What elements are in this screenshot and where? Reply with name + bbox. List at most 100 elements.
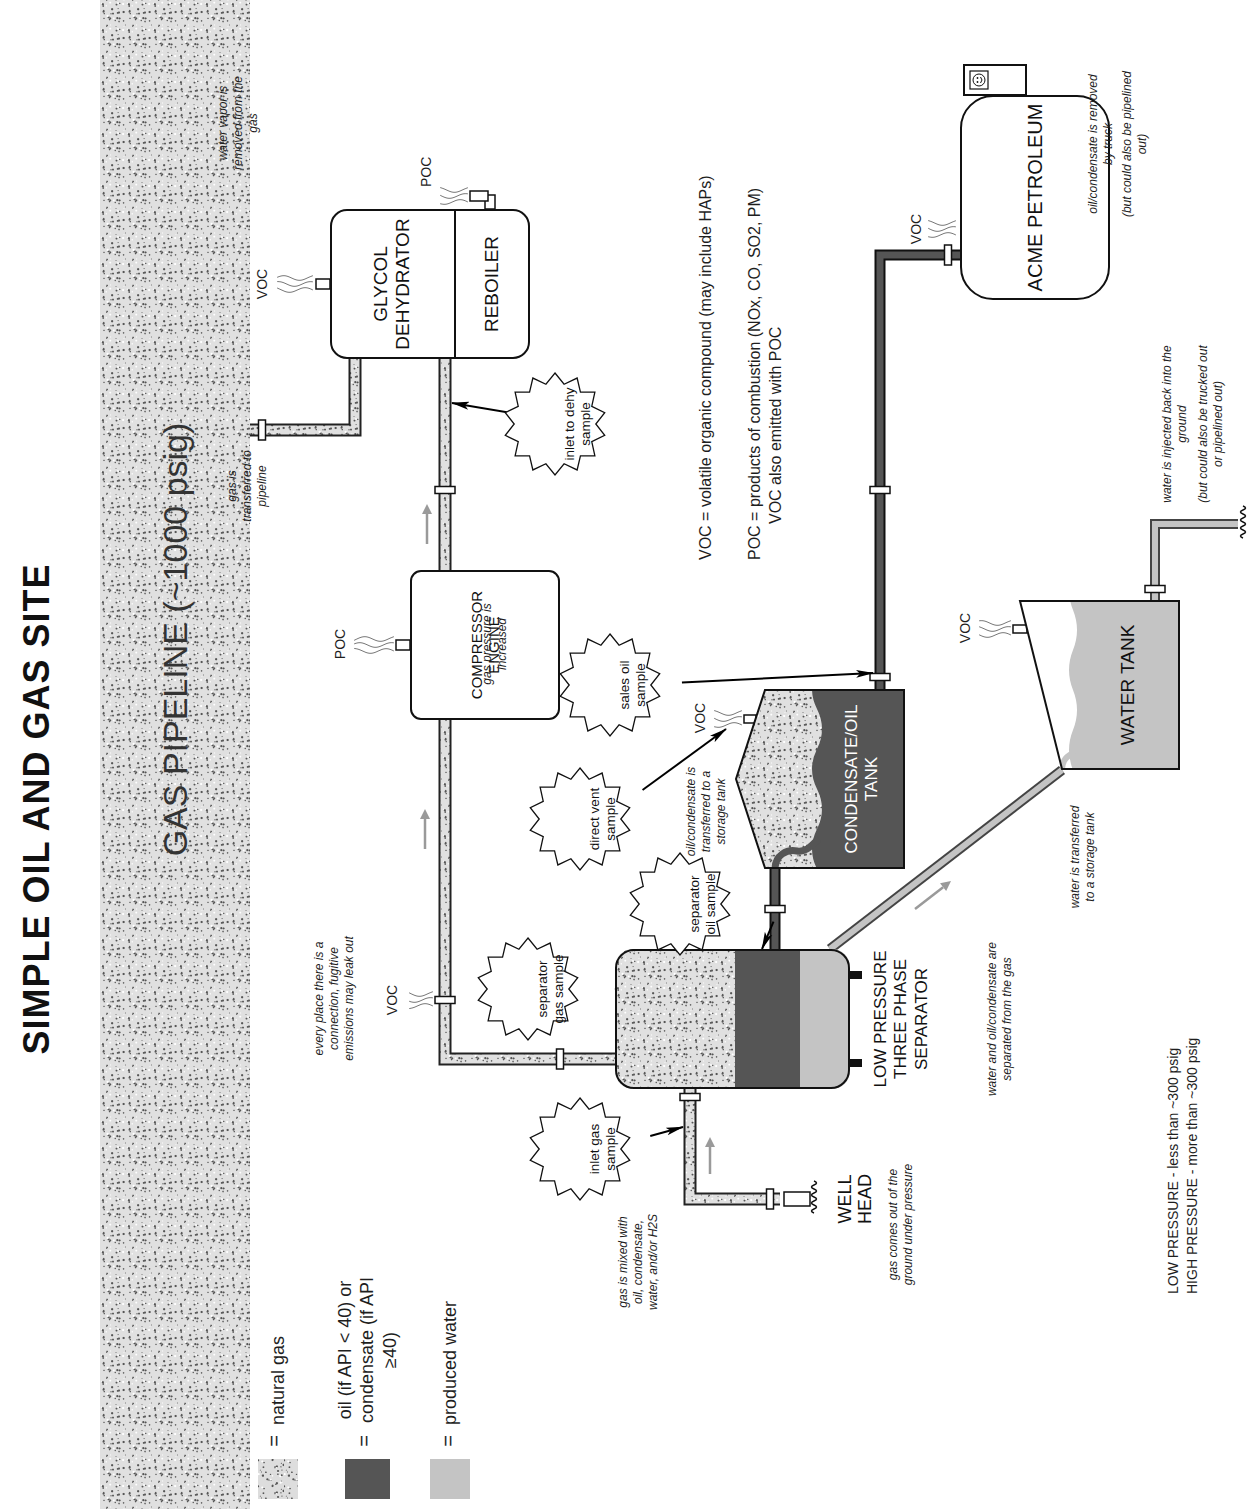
plain-label: VOC: [692, 701, 710, 735]
pipe-flange: [1145, 586, 1165, 593]
note-text: every place there is a connection, fugit…: [312, 926, 357, 1071]
note-text: oil/condensate is transferred to a stora…: [684, 764, 729, 859]
pipe-flange: [945, 245, 952, 265]
drawing-part: [735, 669, 905, 869]
vent-stub: [1013, 625, 1027, 633]
node-text: inlet gas sample: [587, 1112, 618, 1186]
node-text: CONDENSATE/OIL TANK: [842, 689, 883, 869]
water-tank: WATER TANK: [1015, 600, 1180, 770]
pipe-flange: [870, 487, 890, 494]
node-outline: [1015, 600, 1180, 770]
plain-label: =: [262, 1431, 287, 1451]
note-text: (but could also be pipelined out): [1120, 69, 1150, 219]
plain-label: VOC: [957, 611, 975, 645]
drawing-part: [411, 571, 559, 719]
dehydrator-box: GLYCOL DEHYDRATORREBOILER: [330, 209, 530, 359]
pipe-flange: [870, 674, 890, 681]
drawing-part: [277, 276, 313, 281]
legend-swatch: [345, 1459, 390, 1499]
pipe-connector: [445, 359, 446, 570]
node-text: separator gas sample: [535, 952, 566, 1026]
drawing-part: [277, 282, 313, 287]
cab-window: [970, 71, 988, 89]
drawing-part: [709, 1147, 712, 1174]
emission-wisps: [979, 621, 1011, 638]
plain-label: VOC: [254, 267, 272, 301]
pointer-line: [762, 922, 774, 949]
drawing-part: [1062, 752, 1075, 770]
node-text: WATER TANK: [1117, 625, 1140, 746]
sample-burst: direct vent sample: [528, 767, 678, 871]
drawing-part: [258, 1459, 298, 1499]
drawing-part: [630, 853, 729, 955]
sample-burst: inlet to dehy sample: [503, 372, 653, 476]
pipe-flange: [435, 487, 455, 494]
pipe-outline: [1155, 524, 1238, 600]
drawing-part: [277, 288, 313, 293]
pipe-connector: [445, 720, 615, 1059]
drawing-part: [928, 233, 956, 238]
flow-arrow: [422, 504, 432, 544]
sample-burst: inlet gas sample: [528, 1097, 678, 1201]
emission-wisps: [440, 187, 468, 204]
plain-label: VOC = volatile organic compound (may inc…: [696, 40, 716, 560]
drawing-part: [981, 77, 983, 83]
pipe-fill: [441, 359, 450, 570]
swatch-texture: [258, 1459, 298, 1499]
plain-label: LOW PRESSURE - less than ~300 psig: [1165, 974, 1183, 1294]
emission-wisps: [928, 220, 956, 237]
drawing-part: [331, 210, 529, 358]
ground-break: [1241, 506, 1246, 538]
node-text: LOW PRESSURE THREE PHASE SEPARATOR: [871, 949, 932, 1089]
separator-vessel: LOW PRESSURE THREE PHASE SEPARATOR: [615, 949, 932, 1089]
drawing-part: [979, 621, 1011, 626]
pipe-connector: [690, 1089, 780, 1199]
note-text: water and oil/condensate are separated f…: [985, 939, 1015, 1099]
vent-stub: [396, 640, 410, 650]
drawing-part: [850, 1059, 862, 1067]
drawing-part: [426, 514, 429, 544]
legend-text: natural gas: [267, 1275, 290, 1425]
drawing-part: [775, 839, 819, 869]
drawing-part: [1015, 570, 1180, 770]
drawing-part: [409, 992, 433, 997]
note-text: (but could also be trucked out or pipeli…: [1196, 344, 1226, 504]
pipe-fill: [1155, 524, 1238, 600]
sample-burst: sales oil sample: [558, 633, 708, 737]
drawing-part: [424, 819, 427, 849]
drawing-part: [979, 627, 1011, 632]
flow-arrow: [915, 881, 951, 909]
drawing-part: [928, 220, 956, 225]
pipe-connector: [880, 255, 960, 689]
drawing-part: [812, 669, 905, 869]
drawing-part: [440, 200, 468, 205]
note-text: gas is mixed with oil, condensate, water…: [616, 1207, 661, 1317]
note-text: oil/condensate is removed by truck: [1086, 69, 1116, 219]
sample-burst: separator gas sample: [476, 937, 626, 1041]
plain-label: POC = products of combustion (NOx, CO, S…: [745, 100, 765, 560]
drawing-part: [915, 887, 943, 909]
drawing-part: [735, 949, 800, 1089]
pipe-flange: [435, 997, 455, 1004]
drawing-part: [530, 1098, 629, 1200]
drawing-part: [615, 949, 850, 1089]
plain-label: POC: [332, 627, 350, 661]
pipe-fill: [445, 720, 615, 1059]
oil-tank: CONDENSATE/OIL TANK: [735, 689, 905, 869]
pipe-flange: [259, 420, 266, 440]
emission-wisps: [277, 276, 313, 293]
drawing-part: [616, 950, 849, 1088]
drawing-part: [615, 949, 735, 1089]
drawing-part: [977, 77, 979, 79]
smiley-driver: [973, 74, 985, 86]
plain-label: VOC also emitted with POC: [766, 224, 786, 524]
legend-swatch: [430, 1459, 470, 1499]
note-text: water is injected back into the ground: [1160, 344, 1190, 504]
pipe-flange: [765, 906, 785, 913]
injection-pipe: [1155, 524, 1238, 600]
drawing-part: [440, 194, 468, 199]
pipeline-band: GAS PIPELINE (~1000 psig): [100, 0, 250, 1509]
pipe-outline: [880, 255, 960, 689]
drawing-part: [354, 648, 394, 653]
